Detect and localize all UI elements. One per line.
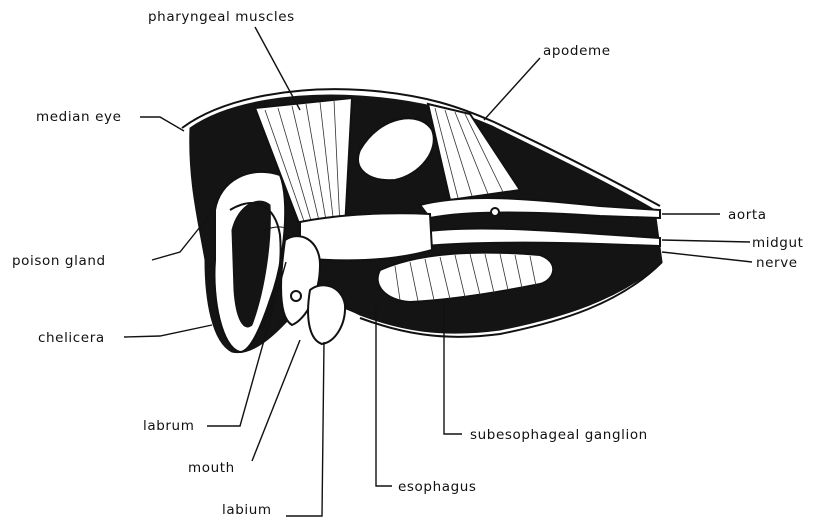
body-illustration — [182, 89, 662, 352]
leader-median-eye — [140, 117, 184, 131]
aorta-valve — [491, 208, 499, 216]
leader-midgut — [662, 240, 750, 242]
label-nerve: nerve — [756, 255, 798, 271]
leader-nerve — [662, 252, 752, 262]
labium-shape — [308, 285, 345, 344]
label-chelicera: chelicera — [38, 330, 105, 346]
label-median-eye: median eye — [36, 109, 122, 125]
leader-chelicera — [124, 325, 212, 337]
label-labium: labium — [222, 502, 272, 518]
mouth-opening — [291, 291, 301, 301]
leader-esophagus — [376, 306, 392, 486]
label-poison-gland: poison gland — [12, 253, 106, 269]
esophagus-tube — [300, 213, 432, 260]
label-apodeme: apodeme — [543, 43, 611, 59]
label-midgut: midgut — [752, 235, 804, 251]
label-subesophageal-ganglion: subesophageal ganglion — [470, 427, 648, 443]
label-pharyngeal-muscles: pharyngeal muscles — [148, 9, 295, 25]
leader-labium — [286, 342, 324, 516]
leader-apodeme — [484, 58, 540, 120]
label-aorta: aorta — [728, 207, 767, 223]
label-mouth: mouth — [188, 460, 235, 476]
label-labrum: labrum — [143, 418, 194, 434]
label-esophagus: esophagus — [398, 479, 477, 495]
leader-pharyngeal-muscles — [255, 27, 300, 110]
